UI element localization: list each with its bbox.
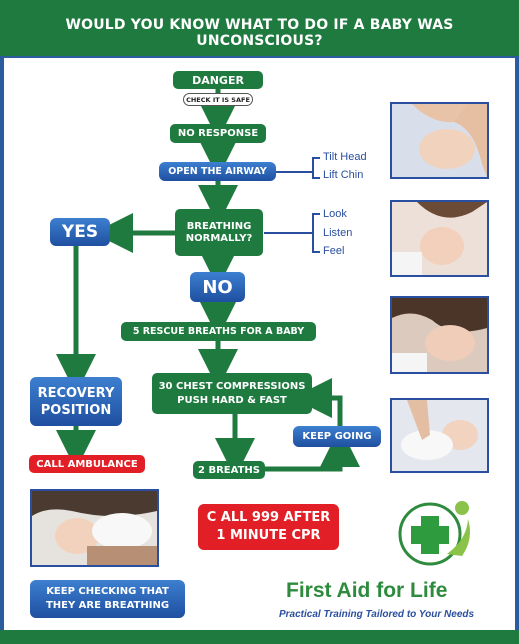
check-feel: Feel xyxy=(323,245,345,257)
no-response-box: NO RESPONSE xyxy=(170,124,266,143)
right-frame xyxy=(515,56,519,644)
rescue-breaths-box: 5 RESCUE BREATHS FOR A BABY xyxy=(121,322,316,341)
photo-recovery-position xyxy=(30,489,159,567)
baby-head-tilt-image xyxy=(392,104,487,177)
airway-step-tilt-head: Tilt Head xyxy=(323,151,367,163)
photo-rescue-breaths xyxy=(390,296,489,374)
keep-checking-line1: KEEP CHECKING THAT xyxy=(46,586,169,597)
chest-compressions-line2: PUSH HARD & FAST xyxy=(177,394,287,406)
page-title: WOULD YOU KNOW WHAT TO DO IF A BABY WAS … xyxy=(65,17,454,49)
recovery-position-image xyxy=(32,491,157,565)
breathing-bracket-top xyxy=(264,213,320,234)
two-breaths-box: 2 BREATHS xyxy=(193,461,265,479)
no-box: NO xyxy=(190,272,245,302)
chest-compressions-box: 30 CHEST COMPRESSIONS PUSH HARD & FAST xyxy=(152,373,312,414)
airway-bracket-top xyxy=(276,157,320,173)
recovery-line1: RECOVERY xyxy=(37,385,115,401)
chest-compression-image xyxy=(392,400,487,471)
recovery-line2: POSITION xyxy=(40,402,112,418)
call-ambulance-box: CALL AMBULANCE xyxy=(29,455,145,473)
breathing-normally-box: BREATHING NORMALLY? xyxy=(175,209,263,256)
first-aid-logo-icon xyxy=(392,494,482,572)
recovery-position-box: RECOVERY POSITION xyxy=(30,377,122,426)
arrow-keepgoing-to-compressions xyxy=(292,378,343,426)
keep-going-box: KEEP GOING xyxy=(293,426,381,447)
left-frame xyxy=(0,56,4,644)
call-999-box: C ALL 999 AFTER 1 MINUTE CPR xyxy=(198,504,339,550)
photo-tilt-head xyxy=(390,102,489,179)
call-999-line1: C ALL 999 AFTER xyxy=(206,510,331,525)
baby-breathing-check-image xyxy=(392,202,487,275)
open-airway-box: OPEN THE AIRWAY xyxy=(159,162,276,181)
header-bar: WOULD YOU KNOW WHAT TO DO IF A BABY WAS … xyxy=(0,0,519,58)
brand-tagline: Practical Training Tailored to Your Need… xyxy=(279,609,475,620)
photo-chest-compressions xyxy=(390,398,489,473)
keep-checking-box: KEEP CHECKING THAT THEY ARE BREATHING xyxy=(30,580,185,618)
arrow-breaths-to-keepgoing xyxy=(265,427,360,472)
danger-box: DANGER xyxy=(173,71,263,89)
check-safe-badge: CHECK IT IS SAFE xyxy=(183,93,253,106)
airway-step-lift-chin: Lift Chin xyxy=(323,169,364,181)
chest-compressions-line1: 30 CHEST COMPRESSIONS xyxy=(158,380,306,392)
breathing-normally-label: BREATHING NORMALLY? xyxy=(185,220,253,244)
breathing-bracket-bottom xyxy=(312,233,320,253)
check-look: Look xyxy=(323,208,347,220)
footer-bar xyxy=(0,630,519,644)
photo-look-listen-feel xyxy=(390,200,489,277)
call-999-line2: 1 MINUTE CPR xyxy=(216,528,321,543)
check-listen: Listen xyxy=(323,227,353,239)
rescue-breath-image xyxy=(392,298,487,372)
keep-checking-line2: THEY ARE BREATHING xyxy=(45,600,170,611)
brand-name: First Aid for Life xyxy=(286,579,448,602)
yes-box: YES xyxy=(50,218,110,246)
airway-bracket-bottom xyxy=(312,172,320,179)
